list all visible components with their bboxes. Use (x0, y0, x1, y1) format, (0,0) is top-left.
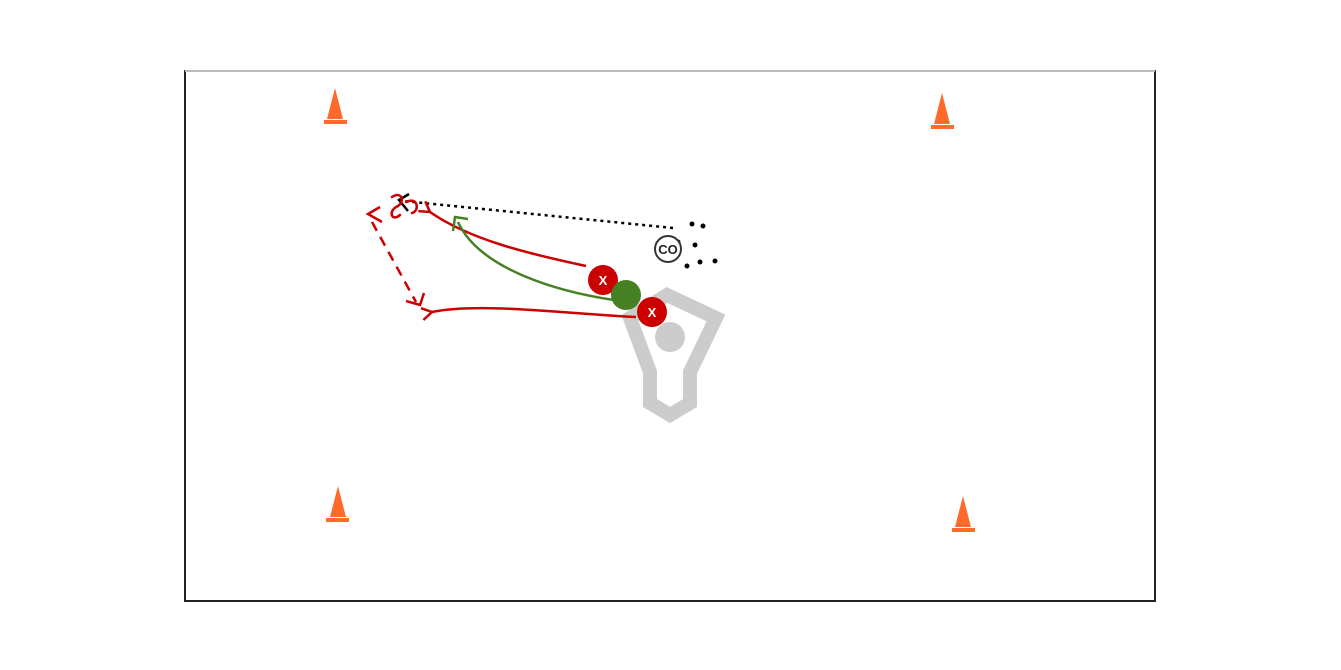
defender-bottom-label: X (648, 305, 657, 320)
defender-top-label: X (599, 273, 608, 288)
coach-icon: CO (654, 235, 682, 263)
coach-label: CO (658, 242, 678, 257)
defender-top-path (430, 212, 587, 268)
ball-pile-icon (675, 221, 718, 269)
cone-top-left (324, 88, 347, 124)
cone-bottom-left (326, 486, 349, 522)
ball-carrier-icon (611, 280, 641, 310)
defender-x-bottom: X (637, 297, 667, 327)
lacrosse-goal-icon (621, 287, 726, 424)
defender-x-top: X (588, 265, 618, 295)
slide-arrow-head-start (365, 205, 383, 224)
defender-bottom-path (432, 306, 637, 317)
catch-swirl (390, 193, 419, 219)
cone-bottom-right (952, 496, 975, 532)
pass-arrow-head (397, 192, 410, 212)
ball-carrier-arrow-head (451, 215, 469, 232)
cone-top-right (931, 93, 954, 129)
ball-carrier-path (451, 215, 615, 302)
pass-line (397, 192, 674, 230)
defender-slide-path (365, 205, 426, 307)
goal-crease-dot (655, 322, 685, 352)
slide-arrow-head-end (405, 292, 426, 307)
